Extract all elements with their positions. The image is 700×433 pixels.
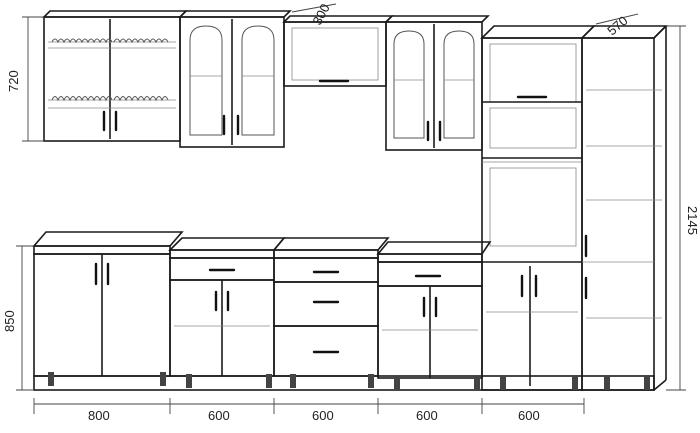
- plinth: [33, 372, 655, 391]
- base-cabinet-2: [168, 237, 286, 377]
- label-wall-height: 720: [6, 70, 21, 92]
- wall-cabinet-3: [384, 15, 490, 151]
- dimension-wall-height: 720: [6, 16, 44, 142]
- label-width-4: 600: [416, 408, 438, 423]
- dimension-tall-height: 2145: [666, 25, 700, 391]
- label-width-3: 600: [312, 408, 334, 423]
- base-cabinet-1: [32, 231, 184, 377]
- dimension-widths: 800 600 600 600 600: [33, 398, 585, 423]
- label-tall-height: 2145: [685, 206, 700, 235]
- tall-column-oven: [480, 25, 596, 391]
- label-width-1: 800: [88, 408, 110, 423]
- dimension-wall-depth: 300: [291, 1, 337, 27]
- dimension-base-height: 850: [2, 245, 34, 391]
- base-cabinet-4: [376, 241, 492, 379]
- label-base-height: 850: [2, 310, 17, 332]
- label-width-5: 600: [518, 408, 540, 423]
- wall-cabinet-1: [42, 10, 188, 142]
- wall-cabinet-hood: [282, 15, 394, 87]
- tall-column-pantry: [580, 25, 668, 391]
- label-width-2: 600: [208, 408, 230, 423]
- base-cabinet-drawers: [272, 237, 390, 377]
- wall-cabinet-2: [178, 10, 292, 148]
